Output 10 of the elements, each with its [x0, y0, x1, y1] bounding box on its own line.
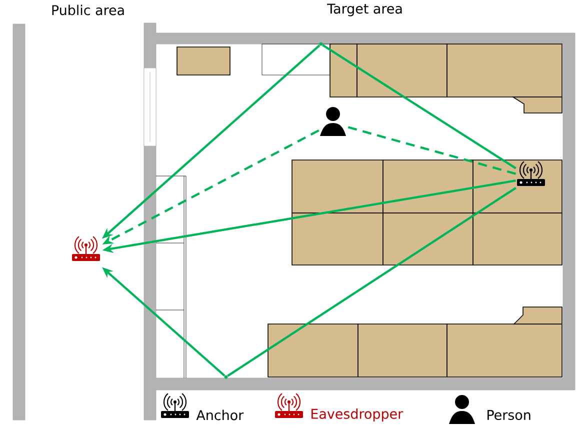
legend-text: Person [488, 410, 530, 420]
area-label: Target area [327, 4, 402, 16]
router-icon [72, 236, 100, 261]
area-label: Public area [52, 4, 124, 16]
legend-text: Anchor [196, 410, 244, 420]
reflection-point [224, 375, 228, 379]
reflection-point [319, 42, 323, 46]
router-icon [517, 161, 545, 186]
legend-text: Eavesdropper [312, 408, 404, 422]
person-icon [320, 107, 346, 136]
